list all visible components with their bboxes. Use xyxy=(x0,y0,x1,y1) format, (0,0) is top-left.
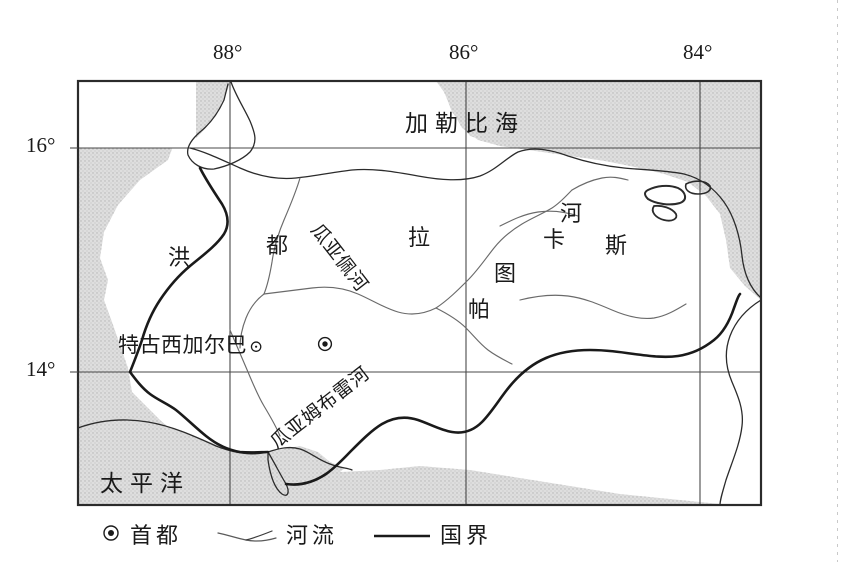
coast-northwest xyxy=(186,81,256,170)
national-borders xyxy=(128,166,742,486)
river-choluteca xyxy=(229,329,281,437)
map-body xyxy=(78,81,761,505)
label-capital-city: 特古西加尔巴⊙ xyxy=(118,329,264,359)
map-frame xyxy=(76,79,763,507)
east-coast-sea-inlet xyxy=(700,176,761,300)
label-patuca-river-pa: 帕 xyxy=(468,297,491,322)
island-utila xyxy=(651,204,678,222)
label-patuca-river-mid: 卡 xyxy=(543,227,566,252)
axis-label-lat-16: 16° xyxy=(26,133,56,157)
label-pacific-ocean: 太平洋 xyxy=(100,471,190,496)
capital-city-symbol: ⊙ xyxy=(249,337,264,356)
legend-label-river: 河流 xyxy=(286,523,339,548)
land-west-whiteout xyxy=(78,81,196,148)
graticule xyxy=(78,81,761,505)
river-coco xyxy=(519,294,687,320)
border-nicaragua xyxy=(284,292,742,486)
legend-label-capital: 首都 xyxy=(130,523,183,548)
axis-label-lon-86: 86° xyxy=(449,40,479,64)
border-el-salvador xyxy=(128,370,270,454)
label-caribbean-sea: 加勒比海 xyxy=(405,111,525,136)
label-country-char-2: 都 xyxy=(266,233,289,258)
legend-item-river: 河流 xyxy=(216,518,338,550)
legend-item-capital: 首都 xyxy=(100,518,182,550)
river-line-icon xyxy=(216,525,278,543)
coast-fonseca xyxy=(267,451,289,496)
coast-east xyxy=(719,299,761,505)
river-aguan xyxy=(499,210,579,227)
rivers-layer xyxy=(229,176,687,437)
axis-ticks xyxy=(70,147,78,373)
circle-dot-icon xyxy=(100,523,122,546)
border-line-icon xyxy=(372,525,432,543)
legend-label-border: 国界 xyxy=(440,523,493,548)
coast-caribbean-north xyxy=(189,147,761,299)
river-guayape xyxy=(263,286,437,315)
border-guatemala xyxy=(128,166,229,374)
river-guayambre xyxy=(435,307,513,365)
axis-label-lat-14: 14° xyxy=(26,357,56,381)
capital-city-name: 特古西加尔巴 xyxy=(118,333,247,357)
label-patuca-river-head: 河 xyxy=(560,201,583,226)
capital-marker xyxy=(317,336,333,352)
island-roatan xyxy=(644,184,686,206)
honduras-landmass xyxy=(100,81,761,505)
island-guanaja xyxy=(684,180,712,195)
caribbean-sea-fill xyxy=(196,81,761,176)
fonseca-notch xyxy=(272,452,300,492)
label-patuca-river-tu: 图 xyxy=(494,261,517,286)
river-chamelecon xyxy=(239,293,265,349)
river-patuca-mouth xyxy=(571,176,629,191)
label-country-char-1: 洪 xyxy=(168,245,191,270)
label-country-char-4: 斯 xyxy=(605,233,628,258)
axis-label-lon-88: 88° xyxy=(213,40,243,64)
legend-item-border: 国界 xyxy=(372,518,492,550)
map-legend: 首都 河流 国界 xyxy=(100,518,492,550)
axis-label-lon-84: 84° xyxy=(683,40,713,64)
label-country-char-3: 拉 xyxy=(408,225,431,250)
river-ulua xyxy=(263,177,301,295)
river-patuca-upper xyxy=(435,189,573,309)
page-edge-marker xyxy=(837,0,838,562)
